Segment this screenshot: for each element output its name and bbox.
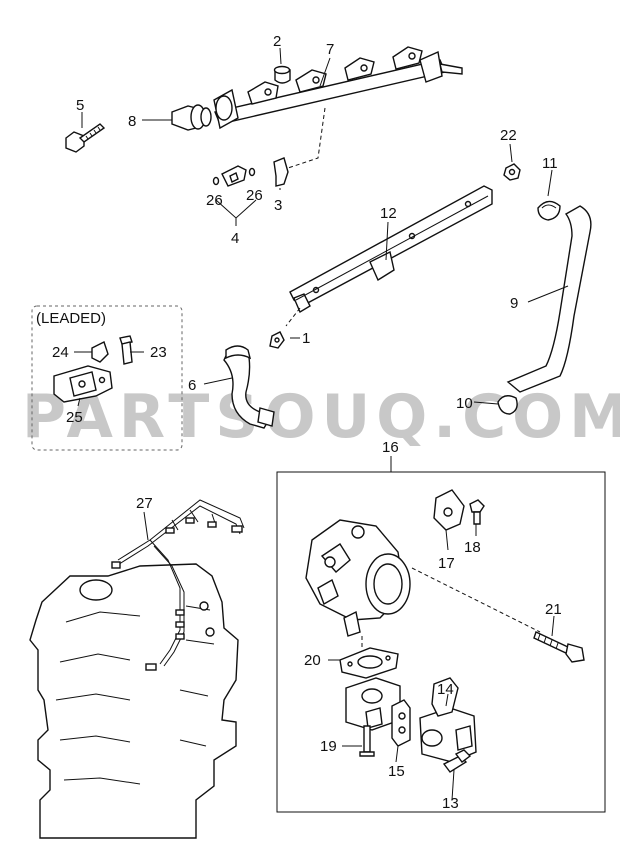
engine-block bbox=[29, 563, 239, 839]
part-15-gasket[interactable] bbox=[391, 699, 411, 747]
part-22-nut[interactable] bbox=[503, 163, 521, 181]
callout-3: 3 bbox=[274, 197, 282, 214]
part-14-iac-valve[interactable] bbox=[419, 677, 477, 763]
part-23-bolt[interactable] bbox=[119, 335, 133, 365]
part-18-screw[interactable] bbox=[469, 499, 485, 525]
part-10-clamp[interactable] bbox=[497, 395, 518, 415]
callout-4: 4 bbox=[231, 230, 239, 247]
callout-labels: 2 7 5 8 22 11 26 26 3 4 12 9 1 24 23 6 1… bbox=[52, 33, 562, 812]
callout-27: 27 bbox=[136, 495, 153, 512]
callout-19: 19 bbox=[320, 738, 337, 755]
part-21-bolt[interactable] bbox=[533, 631, 585, 663]
throttle-body-group-box bbox=[276, 471, 606, 813]
part-8-regulator[interactable] bbox=[171, 104, 212, 131]
callout-14: 14 bbox=[437, 681, 454, 698]
callout-17: 17 bbox=[438, 555, 455, 572]
part-12-bracket[interactable] bbox=[289, 185, 493, 314]
dash-tb-to-bolt21 bbox=[411, 567, 541, 633]
callout-25: 25 bbox=[66, 409, 83, 426]
callout-16: 16 bbox=[382, 439, 399, 456]
callout-2: 2 bbox=[273, 33, 281, 50]
part-9-hose[interactable] bbox=[506, 205, 592, 393]
callout-7: 7 bbox=[326, 41, 334, 58]
part-2-cap[interactable] bbox=[273, 65, 291, 84]
part-iac-housing[interactable] bbox=[345, 677, 401, 731]
callout-9: 9 bbox=[510, 295, 518, 312]
part-6-hose[interactable] bbox=[223, 345, 275, 429]
part-24-cap[interactable] bbox=[91, 341, 109, 363]
dash-bracket-to-bolt bbox=[285, 307, 301, 327]
callout-20: 20 bbox=[304, 652, 321, 669]
callout-15: 15 bbox=[388, 763, 405, 780]
part-27-harness[interactable] bbox=[111, 499, 245, 671]
inset-title: (LEADED) bbox=[36, 310, 106, 327]
fuel-rail[interactable] bbox=[213, 46, 463, 130]
part-25-valve[interactable] bbox=[53, 365, 113, 403]
part-19-bolt[interactable] bbox=[359, 725, 375, 757]
callout-24: 24 bbox=[52, 344, 69, 361]
callout-22: 22 bbox=[500, 127, 517, 144]
part-4-injector[interactable] bbox=[212, 165, 256, 187]
callout-13: 13 bbox=[442, 795, 459, 812]
callout-5: 5 bbox=[76, 97, 84, 114]
callout-21: 21 bbox=[545, 601, 562, 618]
callout-11: 11 bbox=[542, 155, 558, 172]
part-3-clip[interactable] bbox=[273, 157, 289, 187]
part-17-sensor[interactable] bbox=[433, 489, 465, 531]
callout-10: 10 bbox=[456, 395, 473, 412]
callout-26-left: 26 bbox=[206, 192, 223, 209]
part-1-bolt[interactable] bbox=[269, 331, 285, 349]
part-13-bolt[interactable] bbox=[442, 749, 472, 773]
watermark-text: PARTSOUQ.COM bbox=[22, 382, 620, 452]
part-20-gasket[interactable] bbox=[339, 647, 399, 679]
dash-rail-to-clip bbox=[281, 107, 326, 171]
callout-12: 12 bbox=[380, 205, 397, 222]
callout-18: 18 bbox=[464, 539, 481, 556]
callout-23: 23 bbox=[150, 344, 167, 361]
part-5-bolt[interactable] bbox=[65, 123, 106, 153]
leader-lines bbox=[74, 47, 569, 801]
callout-8: 8 bbox=[128, 113, 136, 130]
part-11-clamp[interactable] bbox=[537, 200, 561, 221]
throttle-body[interactable] bbox=[305, 519, 411, 637]
callout-1: 1 bbox=[302, 330, 310, 347]
callout-26-right: 26 bbox=[246, 187, 263, 204]
callout-6: 6 bbox=[188, 377, 196, 394]
